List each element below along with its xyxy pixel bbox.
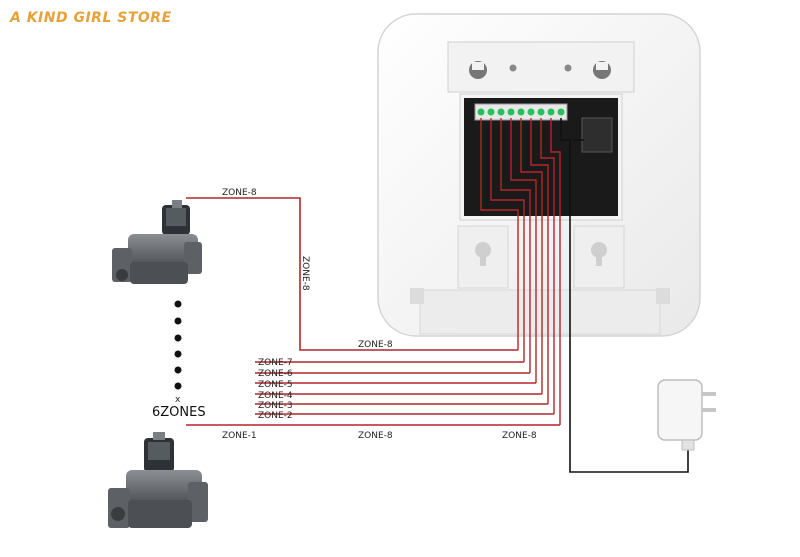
power-jack — [581, 117, 613, 153]
zone3-label: ZONE-3 — [258, 401, 293, 411]
zones-count-label: 6ZONES — [152, 405, 206, 420]
sprinkler-controller-icon — [377, 13, 701, 337]
keyhole-icon — [591, 242, 607, 266]
zone-wires — [186, 197, 560, 426]
common-wire — [560, 118, 689, 473]
zone4-label: ZONE-4 — [258, 391, 293, 401]
zone1-label: ZONE-1 — [222, 431, 257, 441]
internal-wires — [480, 118, 561, 425]
solenoid-valve-icon — [112, 200, 202, 284]
ellipsis-dots — [174, 300, 182, 390]
keyhole-icon — [475, 242, 491, 266]
zone-8-wire — [186, 197, 518, 351]
zone6-label: ZONE-6 — [258, 369, 293, 379]
zone8-bottom-right-label: ZONE-8 — [502, 431, 537, 441]
zone8-top-label: ZONE-8 — [222, 188, 257, 198]
power-adapter-icon — [657, 379, 716, 451]
multiplier-mark: x — [175, 395, 181, 405]
zone7-label: ZONE-7 — [258, 358, 293, 368]
zone8-mid-label: ZONE-8 — [358, 340, 393, 350]
solenoid-valve-icon — [108, 432, 208, 528]
mount-hole-icon — [469, 61, 487, 79]
zone2-label: ZONE-2 — [258, 411, 293, 421]
terminal-block — [477, 108, 565, 116]
zone8-vertical-label: ZONE-8 — [300, 256, 310, 291]
brand-text: A KIND GIRL STORE — [9, 10, 172, 26]
zone8-bottom-label: ZONE-8 — [358, 431, 393, 441]
mount-hole-icon — [593, 61, 611, 79]
zone5-label: ZONE-5 — [258, 380, 293, 390]
